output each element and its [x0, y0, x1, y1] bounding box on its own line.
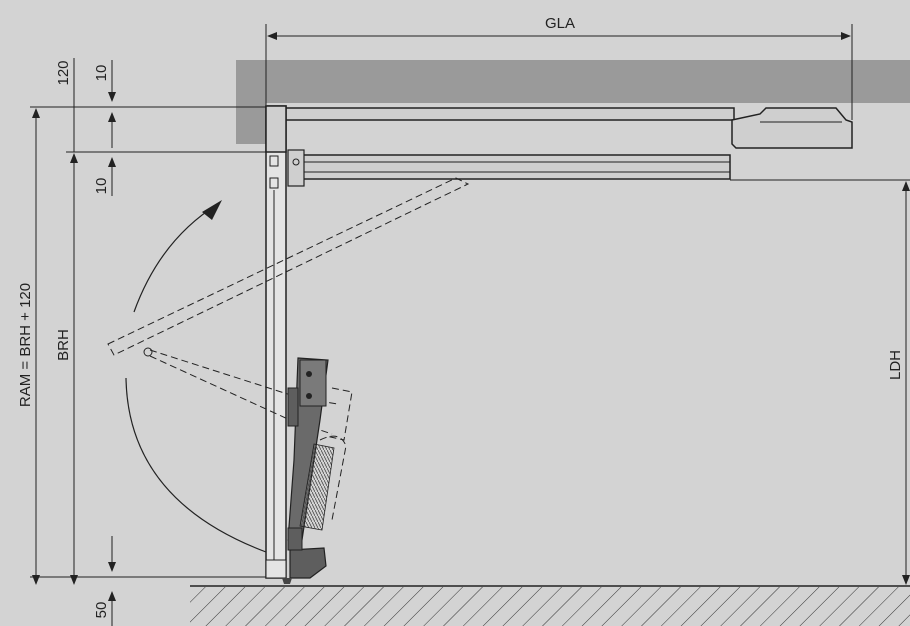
- lever-bolt-1: [306, 371, 312, 377]
- bottom-housing: [289, 547, 327, 579]
- lever-hinge: [287, 387, 299, 427]
- lever-bolt-2: [306, 393, 312, 399]
- gla-label: GLA: [545, 15, 575, 32]
- dim-50-label: 50: [93, 602, 110, 619]
- bottom-cap: [287, 527, 303, 551]
- lever-plate: [299, 359, 327, 407]
- door-frame-notch-2: [269, 177, 279, 189]
- lintel: [236, 60, 266, 144]
- bracket-bolt: [292, 158, 300, 166]
- rotation-arrowhead: [202, 200, 222, 220]
- spring: [299, 443, 335, 531]
- ram-label: RAM = BRH + 120: [17, 283, 34, 407]
- door-frame-top-cap: [265, 105, 287, 153]
- door-frame-notch: [269, 155, 279, 167]
- floor-hatching: [190, 587, 910, 626]
- operator-rail: [283, 107, 735, 121]
- brh-label: BRH: [55, 329, 72, 361]
- rotation-arrow: [133, 203, 219, 313]
- ceiling: [236, 60, 910, 103]
- dim-10-bottom-label: 10: [93, 178, 110, 195]
- door-frame: [265, 105, 287, 579]
- door-open-position: [107, 177, 470, 521]
- track-bracket: [287, 149, 305, 187]
- ldh-label: LDH: [887, 350, 904, 380]
- horizontal-track: [299, 154, 731, 180]
- open-door-pivot: [143, 347, 153, 357]
- dim-120-label: 120: [55, 60, 72, 85]
- door-bottom: [265, 559, 287, 579]
- dim-10-top-label: 10: [93, 65, 110, 82]
- drive-motor: [731, 107, 853, 149]
- rotation-arc-lower: [125, 377, 267, 553]
- floor-seal: [282, 578, 292, 584]
